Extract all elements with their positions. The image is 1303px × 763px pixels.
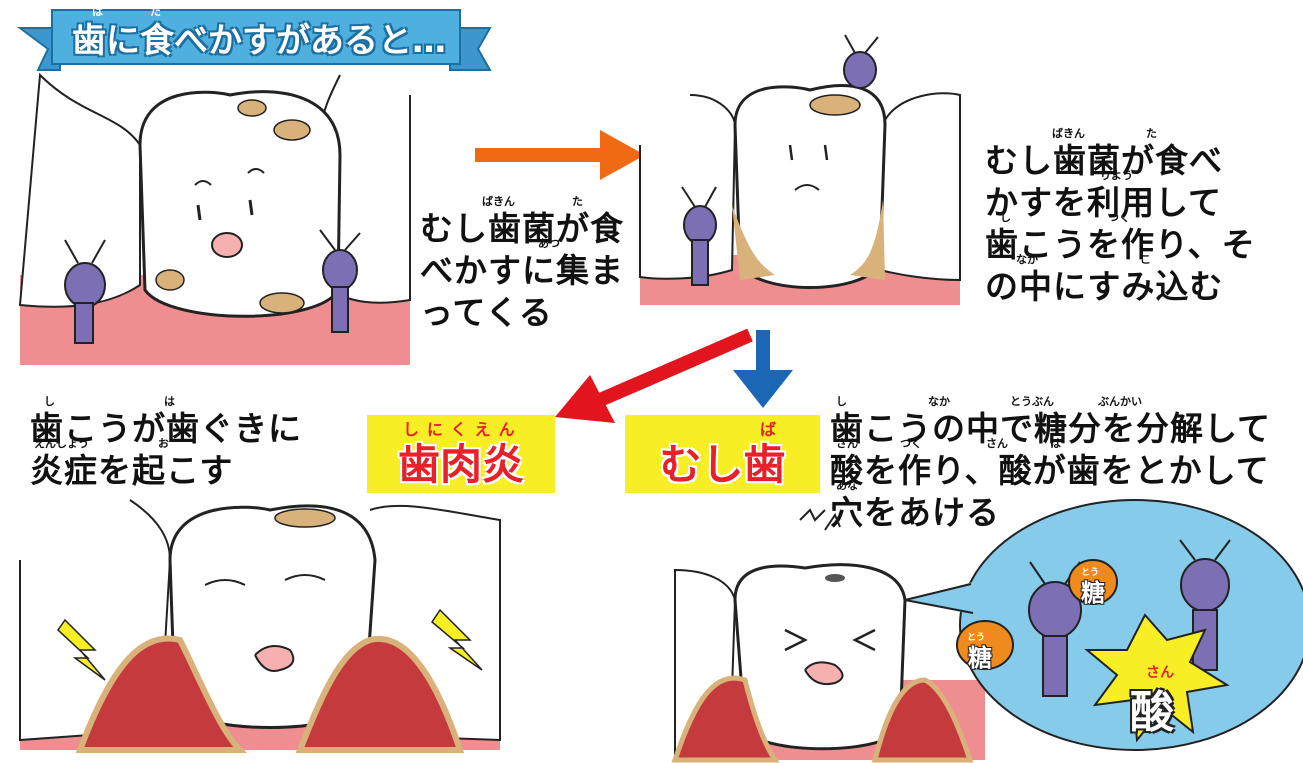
sugar-1-label: 糖 bbox=[968, 644, 992, 672]
caries-ruby-san-1: さん bbox=[836, 437, 858, 450]
step2-ruby-shi: し bbox=[1000, 211, 1011, 224]
gum-ruby-o: お bbox=[158, 437, 169, 450]
gingivitis-badge-label: 歯肉炎 bbox=[397, 439, 524, 489]
step1-ruby-atsu: あつ bbox=[538, 237, 560, 250]
step2-line-4: の中にすみ込む bbox=[985, 267, 1224, 306]
gum-ruby-shi: し bbox=[44, 395, 55, 408]
step2-ruby-ta: た bbox=[1146, 127, 1157, 140]
step1-line-3: ってくる bbox=[420, 293, 553, 332]
step2-ruby-riyou: りよう bbox=[1100, 169, 1133, 182]
caries-ruby-ana: あな bbox=[836, 479, 858, 492]
caries-ruby-bunkai: ぶんかい bbox=[1098, 395, 1142, 408]
caries-ruby-naka: なか bbox=[928, 395, 950, 408]
caries-tooth-illustration bbox=[671, 508, 985, 763]
caries-ruby-san-2: さん bbox=[986, 437, 1008, 450]
gum-ruby-ha: は bbox=[164, 395, 175, 408]
gum-line-2: 炎症を起こす bbox=[30, 451, 234, 490]
sugar-2-ruby: とう bbox=[1081, 568, 1100, 578]
step1-line-1: むし歯菌が食 bbox=[420, 209, 624, 248]
step2-ruby-bakin: ばきん bbox=[1052, 127, 1085, 140]
step1-ruby-bakin: ばきん bbox=[482, 195, 515, 208]
arrow-down-icon bbox=[733, 330, 793, 408]
gingivitis-badge-ruby: しにくえん bbox=[403, 420, 523, 439]
step2-ruby-tsuku: つく bbox=[1108, 211, 1130, 224]
step2-line-1: むし歯菌が食べ bbox=[985, 141, 1223, 180]
arrow-right-icon bbox=[475, 130, 645, 180]
title-ruby-ha: は bbox=[92, 5, 103, 18]
gingivitis-illustration bbox=[19, 499, 501, 753]
caries-line-2: 酸を作り、酸が歯をとかして bbox=[830, 451, 1270, 490]
title-ruby-ta: た bbox=[150, 5, 161, 18]
acid-ruby: さん bbox=[1146, 665, 1174, 681]
gum-ruby-enshou: えんしょう bbox=[34, 437, 89, 450]
gingivitis-badge: 歯肉炎 bbox=[367, 415, 555, 493]
caries-badge: むし歯 bbox=[625, 415, 820, 493]
caries-badge-ruby: ば bbox=[760, 420, 777, 439]
step1-line-2: べかすに集ま bbox=[420, 251, 624, 290]
caries-badge-label: むし歯 bbox=[659, 439, 786, 489]
step1-ruby-ta: た bbox=[572, 195, 583, 208]
step2-ruby-naka: なか bbox=[1016, 253, 1038, 266]
speech-bubble bbox=[904, 499, 1303, 751]
sugar-2-label: 糖 bbox=[1081, 579, 1105, 607]
caries-ruby-ha: は bbox=[1050, 437, 1061, 450]
step2-line-3: 歯こうを作り、そ bbox=[985, 225, 1256, 264]
caries-ruby-toubun: とうぶん bbox=[1010, 395, 1054, 408]
acid-label: 酸 bbox=[1130, 687, 1174, 738]
plaque-forming-illustration bbox=[639, 34, 961, 305]
gum-line-1: 歯こうが歯ぐきに bbox=[30, 409, 302, 448]
step2-ruby-ko: こ bbox=[1140, 253, 1151, 266]
caries-ruby-tsuku: つく bbox=[900, 437, 922, 450]
page-title: 歯に食べかすがあると… bbox=[72, 21, 446, 61]
caries-ruby-shi: し bbox=[836, 395, 847, 408]
step2-line-2: かすを利用して bbox=[985, 183, 1223, 222]
title-ribbon bbox=[17, 9, 492, 71]
caries-line-1: 歯こうの中で糖分を分解して bbox=[830, 409, 1272, 448]
caries-line-3: 穴をあける bbox=[830, 493, 1000, 532]
sugar-1-ruby: とう bbox=[967, 633, 986, 643]
arrow-down-left-icon bbox=[555, 328, 753, 423]
tooth-with-debris-illustration bbox=[18, 72, 411, 365]
